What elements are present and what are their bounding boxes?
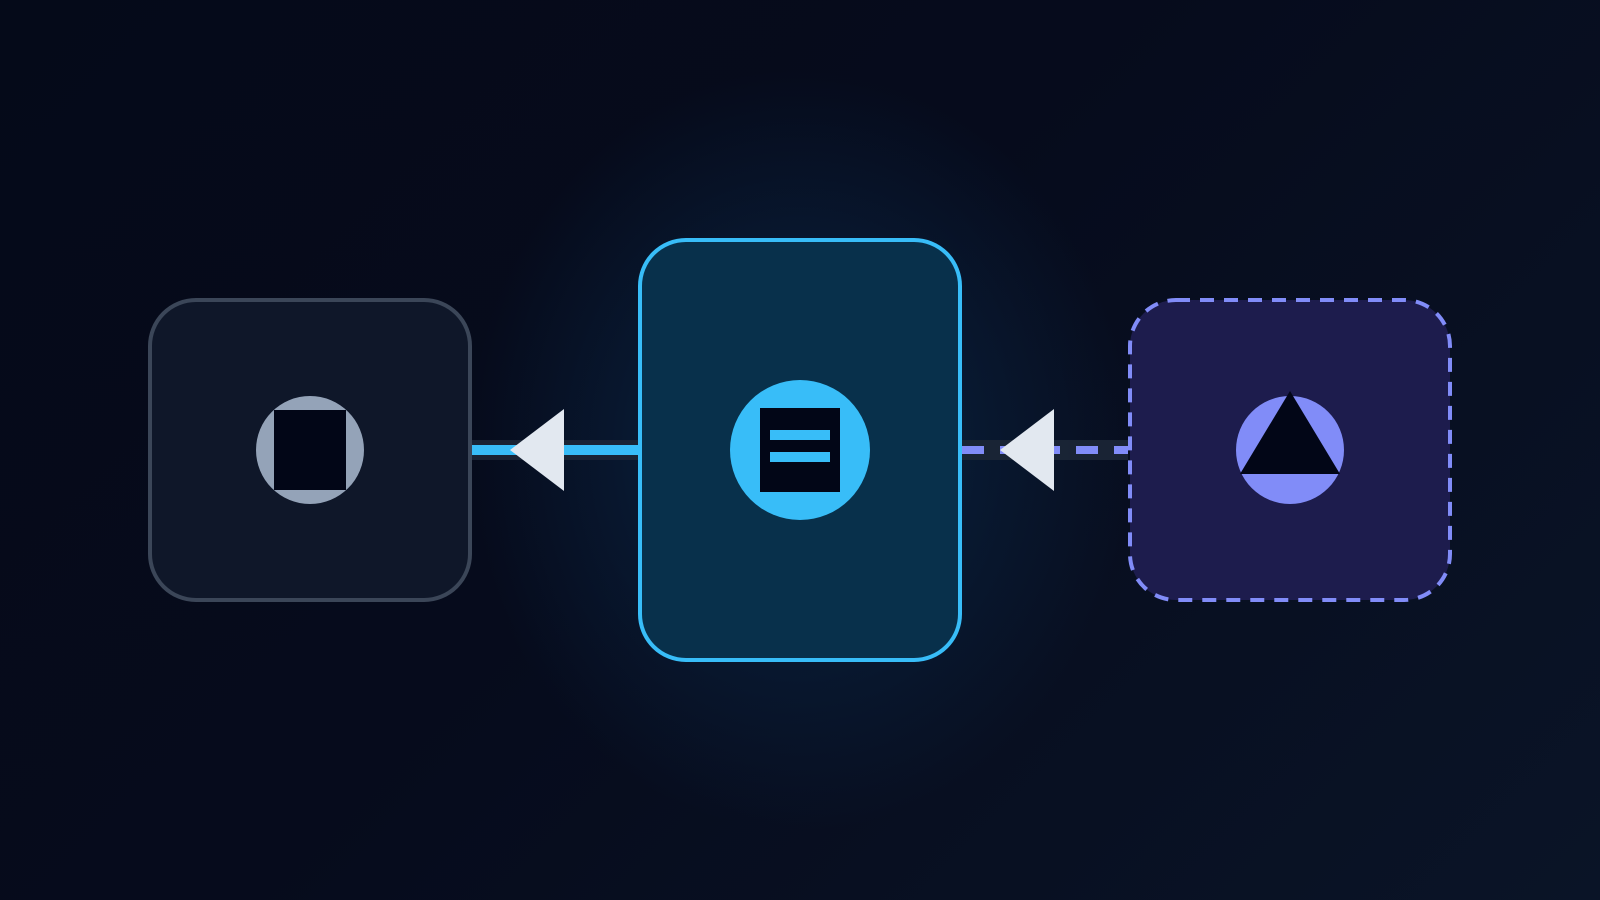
edge-right-to-center [960, 409, 1128, 491]
left-node[interactable] [148, 298, 472, 602]
edge-center-to-left [470, 409, 642, 491]
document-line-2 [770, 452, 830, 462]
right-node[interactable] [1128, 298, 1452, 602]
nodes-layer [148, 238, 1452, 662]
triangle-in-circle-icon [1240, 391, 1340, 474]
square-in-circle-icon [274, 410, 346, 490]
arrowhead-center-icon [1000, 409, 1054, 491]
edges-layer [470, 409, 1128, 491]
arrowhead-left-icon [510, 409, 564, 491]
document-lines-icon [760, 408, 840, 492]
center-node[interactable] [638, 238, 962, 662]
document-line-1 [770, 430, 830, 440]
